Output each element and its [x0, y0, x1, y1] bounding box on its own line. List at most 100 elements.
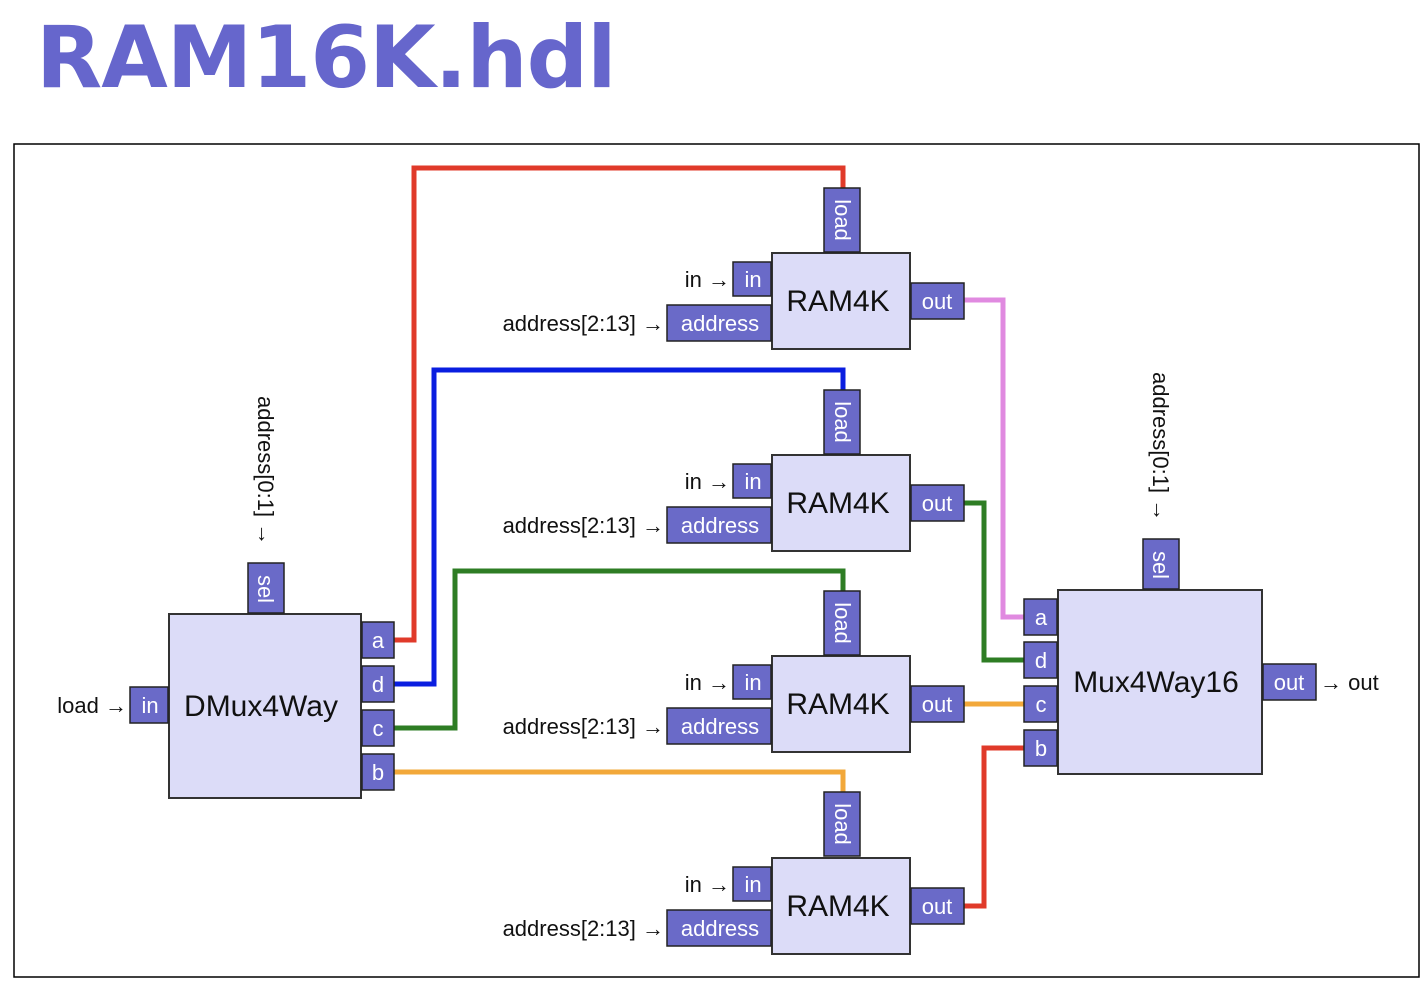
ram4k-address-source-name: address[2:13]: [503, 714, 636, 739]
mux-sel-pin-label: sel: [1148, 551, 1173, 579]
wire-d-to-ram2-load: [394, 367, 846, 687]
ram4k-address-source-label: address[2:13] →: [503, 311, 664, 336]
ram4k-in-source-label: in →: [685, 267, 730, 292]
dmux-out-b-pin: [361, 753, 395, 791]
dmux-out-a-label: a: [372, 628, 385, 653]
dmux-name: DMux4Way: [184, 690, 338, 723]
ram4k-load-pin: [823, 590, 861, 656]
ram4k-load-pin-label: load: [830, 199, 855, 241]
mux-chip: Mux4Way16 sel address[0:1] → a d c b out…: [1023, 372, 1379, 775]
arrow-glyph: →: [708, 670, 730, 695]
ram4k-out-pin: [910, 887, 965, 925]
arrow-glyph: →: [1148, 499, 1173, 521]
mux-out-pin-label: out: [1274, 670, 1305, 695]
ram4k-address-pin-label: address: [681, 714, 759, 739]
ram4k-out-pin: [910, 685, 965, 723]
mux-in-c-pin: [1023, 685, 1058, 723]
arrow-glyph: →: [642, 916, 664, 941]
ram4k-in-source-label: in →: [685, 670, 730, 695]
ram4k-in-pin-label: in: [744, 872, 761, 897]
dmux-out-c-label: c: [373, 716, 384, 741]
wires: [394, 165, 1024, 909]
ram4k-in-source-label: in →: [685, 469, 730, 494]
dmux-sel-pin-label: sel: [253, 575, 278, 603]
ram4k-in-source-name: in: [685, 267, 702, 292]
ram4k-load-pin-label: load: [830, 602, 855, 644]
ram4k-body: [771, 252, 911, 350]
mux-sel-source-name: address[0:1]: [1148, 372, 1173, 493]
dmux-sel-source-label: address[0:1] →: [253, 396, 278, 545]
ram4k-chip-3: RAM4K load in address out in → address[2…: [503, 590, 965, 753]
ram4k-chip-2: RAM4K load in address out in → address[2…: [503, 389, 965, 552]
ram4k-in-pin: [732, 463, 772, 499]
dmux-in-source-label: load →: [57, 693, 127, 718]
ram4k-in-pin-label: in: [744, 267, 761, 292]
ram4k-body: [771, 857, 911, 955]
mux-in-c-label: c: [1036, 692, 1047, 717]
dmux-in-pin: [129, 686, 169, 724]
dmux-body: [168, 613, 362, 799]
wire-ram4-out-to-mux-b: [964, 745, 1024, 909]
page-title: RAM16K.hdl: [36, 8, 617, 108]
arrow-glyph: →: [1320, 670, 1342, 695]
mux-in-d-label: d: [1035, 648, 1047, 673]
ram4k-load-pin: [823, 791, 861, 857]
mux-body: [1057, 589, 1263, 775]
ram4k-address-pin-label: address: [681, 311, 759, 336]
ram4k-load-pin: [823, 187, 861, 253]
ram4k-in-pin: [732, 664, 772, 700]
ram4k-in-pin: [732, 866, 772, 902]
arrow-glyph: →: [642, 513, 664, 538]
dmux-in-source-name: load: [57, 693, 99, 718]
ram4k-address-source-label: address[2:13] →: [503, 916, 664, 941]
wire-a-to-ram1-load: [394, 165, 846, 643]
ram4k-address-pin: [666, 506, 772, 544]
ram4k-address-source-name: address[2:13]: [503, 513, 636, 538]
arrow-glyph: →: [708, 469, 730, 494]
arrow-glyph: →: [708, 267, 730, 292]
dmux-sel-pin: [247, 562, 285, 614]
ram4k-load-pin-label: load: [830, 401, 855, 443]
mux-out-dest-label: → out: [1320, 670, 1379, 695]
ram4k-out-pin-label: out: [922, 894, 953, 919]
arrow-glyph: →: [642, 311, 664, 336]
ram4k-load-pin-label: load: [830, 803, 855, 845]
mux-sel-source-label: address[0:1] →: [1148, 372, 1173, 521]
wire-b-to-ram4-load: [394, 769, 846, 792]
ram4k-out-pin-label: out: [922, 289, 953, 314]
mux-out-pin: [1262, 663, 1317, 701]
ram4k-name: RAM4K: [786, 487, 889, 520]
ram4k-name: RAM4K: [786, 285, 889, 318]
ram4k-out-pin: [910, 282, 965, 320]
mux-in-a-label: a: [1035, 605, 1048, 630]
arrow-glyph: →: [253, 523, 278, 545]
mux-out-dest-name: out: [1348, 670, 1379, 695]
mux-name: Mux4Way16: [1073, 666, 1239, 699]
arrow-glyph: →: [642, 714, 664, 739]
dmux-out-d-label: d: [372, 672, 384, 697]
ram4k-address-source-name: address[2:13]: [503, 311, 636, 336]
mux-in-b-pin: [1023, 729, 1058, 767]
ram4k-name: RAM4K: [786, 688, 889, 721]
ram4k-address-source-label: address[2:13] →: [503, 714, 664, 739]
ram4k-address-pin: [666, 707, 772, 745]
ram4k-in-pin-label: in: [744, 670, 761, 695]
ram4k-address-pin-label: address: [681, 916, 759, 941]
mux-sel-pin: [1142, 538, 1180, 590]
ram4k-body: [771, 454, 911, 552]
ram4k-in-source-name: in: [685, 872, 702, 897]
ram4k-out-pin: [910, 484, 965, 522]
ram4k-address-pin: [666, 909, 772, 947]
wire-ram1-out-to-mux-a: [964, 297, 1024, 620]
ram4k-address-source-name: address[2:13]: [503, 916, 636, 941]
ram4k-chip-1: RAM4K load in address out in → address[2…: [503, 187, 965, 350]
dmux-in-pin-label: in: [141, 693, 158, 718]
ram4k-out-pin-label: out: [922, 692, 953, 717]
ram4k-chip-4: RAM4K load in address out in → address[2…: [503, 791, 965, 955]
ram4k-in-pin-label: in: [744, 469, 761, 494]
dmux-chip: DMux4Way in load → sel address[0:1] → a …: [57, 396, 395, 799]
dmux-out-b-label: b: [372, 760, 384, 785]
wire-c-to-ram3-load: [394, 568, 846, 731]
diagram-frame: [13, 143, 1420, 978]
